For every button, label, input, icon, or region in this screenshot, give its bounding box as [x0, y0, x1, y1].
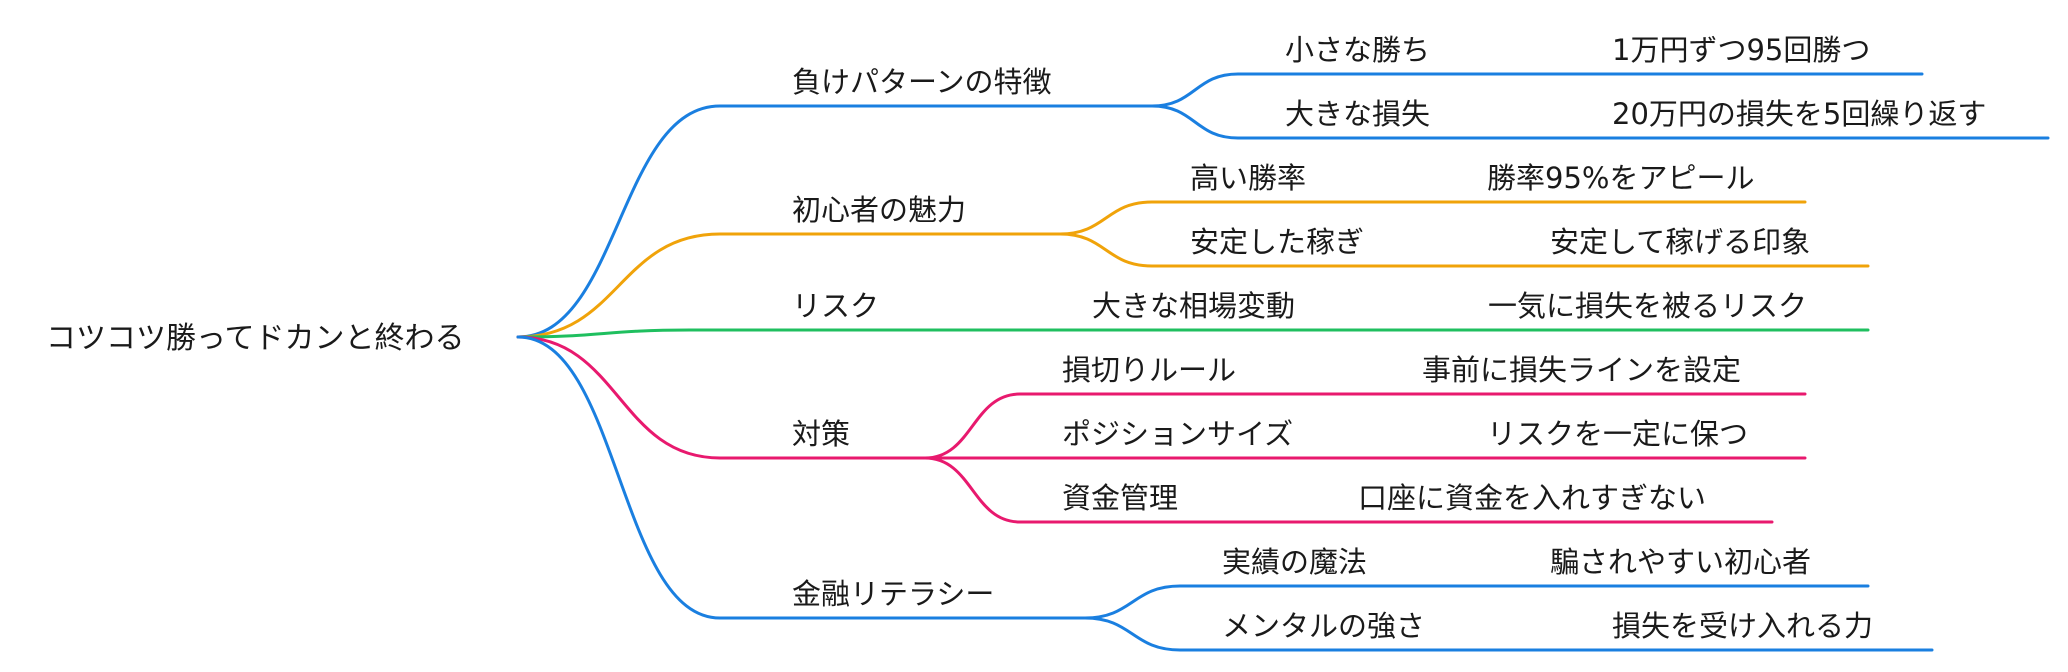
- mindmap-edges: [516, 72, 2050, 652]
- leaf-label-small-wins: 1万円ずつ95回勝つ: [1612, 33, 1870, 67]
- branch-label-beginner-appeal: 初心者の魅力: [792, 193, 966, 227]
- child-edge: [923, 392, 1807, 460]
- branch-label-loss-pattern: 負けパターンの特徴: [792, 65, 1052, 99]
- child-edge: [923, 456, 1774, 524]
- branch-label-financial-literacy: 金融リテラシー: [792, 577, 994, 611]
- child-label-stop-loss-rule: 損切りルール: [1062, 353, 1236, 387]
- branch-edge: [516, 232, 1062, 339]
- child-edge: [1083, 584, 1870, 620]
- child-edge: [1058, 200, 1807, 236]
- child-label-big-losses: 大きな損失: [1285, 97, 1430, 131]
- branch-label-countermeasures: 対策: [792, 417, 850, 451]
- root-node: コツコツ勝ってドカンと終わる: [46, 321, 465, 356]
- leaf-label-stable-earnings: 安定して稼げる印象: [1550, 225, 1810, 259]
- leaf-label-money-management: 口座に資金を入れすぎない: [1358, 481, 1706, 515]
- child-label-track-record-magic: 実績の魔法: [1222, 545, 1367, 579]
- child-label-high-win-rate: 高い勝率: [1190, 161, 1306, 195]
- branch-label-risk: リスク: [792, 289, 879, 323]
- branch-edge: [516, 104, 1154, 339]
- leaf-label-big-losses: 20万円の損失を5回繰り返す: [1612, 97, 1986, 131]
- branch-edge: [516, 328, 1054, 339]
- leaf-label-track-record-magic: 騙されやすい初心者: [1550, 545, 1811, 579]
- child-label-small-wins: 小さな勝ち: [1285, 33, 1430, 67]
- child-label-money-management: 資金管理: [1062, 481, 1178, 515]
- leaf-label-market-volatility: 一気に損失を被るリスク: [1488, 289, 1807, 323]
- leaf-label-mental-strength: 損失を受け入れる力: [1612, 609, 1873, 643]
- child-label-position-size: ポジションサイズ: [1062, 417, 1293, 451]
- child-edge: [1083, 616, 1934, 652]
- branch-edge: [516, 335, 927, 460]
- leaf-label-position-size: リスクを一定に保つ: [1487, 417, 1748, 451]
- child-edge: [1150, 104, 2050, 140]
- child-edge: [1150, 72, 1924, 108]
- child-label-mental-strength: メンタルの強さ: [1222, 609, 1425, 643]
- leaf-label-stop-loss-rule: 事前に損失ラインを設定: [1422, 353, 1741, 387]
- child-label-stable-earnings: 安定した稼ぎ: [1190, 225, 1364, 259]
- branch-edge: [516, 335, 1087, 620]
- leaf-label-high-win-rate: 勝率95%をアピール: [1487, 161, 1754, 195]
- child-label-market-volatility: 大きな相場変動: [1092, 289, 1295, 323]
- child-edge: [1058, 232, 1870, 268]
